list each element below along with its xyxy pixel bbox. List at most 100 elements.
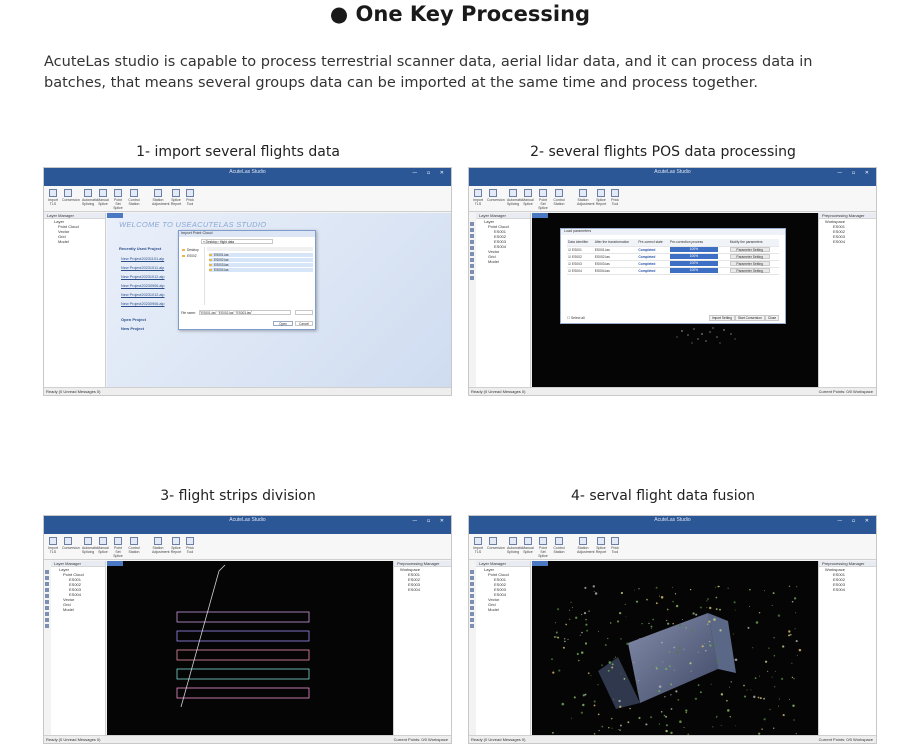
ribbon-point-splice-button[interactable]: Point Set Splice [112, 537, 124, 558]
tool-icon[interactable] [45, 588, 49, 592]
workspace-flight[interactable]: ES001 [408, 572, 421, 577]
window-controls[interactable]: — ▫ ✕ [837, 170, 873, 176]
close-button[interactable]: Close [765, 315, 780, 321]
3d-viewport[interactable] [107, 561, 393, 735]
ribbon-conversion-button[interactable]: Conversion [487, 189, 505, 202]
tool-icon[interactable] [470, 270, 474, 274]
ribbon-adjustment-button[interactable]: Station Adjustment [577, 537, 595, 554]
ribbon-auto-splice-button[interactable]: Automatic Splicing [507, 537, 523, 554]
ribbon-point-splice-button[interactable]: Point Set Splice [112, 189, 124, 210]
tree-grid[interactable]: Grid [488, 602, 496, 607]
tree-grid[interactable]: Grid [488, 254, 496, 259]
ribbon-manual-splice-button[interactable]: Manual Splice [522, 537, 534, 554]
tool-icon[interactable] [470, 624, 474, 628]
recent-project-link[interactable]: New Project20230906.alp [121, 284, 165, 288]
dialog-cancel-button[interactable]: Cancel [295, 321, 313, 326]
tool-icon[interactable] [470, 612, 474, 616]
tool-icon[interactable] [470, 252, 474, 256]
ribbon-control-station-button[interactable]: Control Station [128, 189, 140, 206]
tool-icon[interactable] [470, 246, 474, 250]
recent-project-link[interactable]: New Project20231011.alp [121, 266, 165, 270]
parameter-setting-button[interactable]: Parameter Setting [729, 254, 770, 259]
tree-grid[interactable]: Grid [58, 234, 66, 239]
tool-icon[interactable] [45, 576, 49, 580]
workspace-flight[interactable]: ES002 [408, 577, 421, 582]
tree-flight[interactable]: ES001 [494, 229, 507, 234]
ribbon-conversion-button[interactable]: Conversion [487, 537, 505, 550]
tree-point-cloud[interactable]: Point Cloud [488, 572, 509, 577]
ribbon-report-button[interactable]: Splice Report [595, 537, 607, 554]
workspace-node[interactable]: Workspace [825, 219, 845, 224]
tool-icon[interactable] [45, 618, 49, 622]
ribbon-auto-splice-button[interactable]: Automatic Splicing [82, 537, 98, 554]
parameter-setting-button[interactable]: Parameter Setting [729, 268, 770, 273]
workspace-flight[interactable]: ES003 [833, 582, 846, 587]
table-row[interactable]: ☑ ES001 ES001.las Completed 100% Paramet… [567, 246, 779, 254]
dialog-filter-select[interactable] [295, 310, 313, 315]
tree-vector[interactable]: Vector [63, 597, 75, 602]
tool-icon[interactable] [470, 228, 474, 232]
window-controls[interactable]: — ▫ ✕ [837, 518, 873, 524]
tree-vector[interactable]: Vector [488, 249, 500, 254]
ribbon-prick-button[interactable]: Prick Tool [609, 537, 621, 554]
tree-vector[interactable]: Vector [488, 597, 500, 602]
select-all-checkbox[interactable]: ☐ Select all [567, 316, 585, 320]
tree-grid[interactable]: Grid [63, 602, 71, 607]
table-row[interactable]: ☑ ES002 ES002.las Completed 100% Paramet… [567, 253, 779, 261]
tree-flight[interactable]: ES002 [494, 234, 507, 239]
tool-icon[interactable] [470, 234, 474, 238]
workspace-flight[interactable]: ES001 [833, 572, 846, 577]
tree-model[interactable]: Model [58, 239, 69, 244]
tool-icon[interactable] [45, 582, 49, 586]
workspace-flight[interactable]: ES001 [833, 224, 846, 229]
tool-icon[interactable] [470, 582, 474, 586]
ribbon-prick-button[interactable]: Prick Tool [609, 189, 621, 206]
recent-project-link[interactable]: New Project20231101.alp [121, 257, 165, 261]
ribbon-import-button[interactable]: Import TLS [47, 189, 59, 206]
table-row[interactable]: ☑ ES004 ES004.las Completed 100% Paramet… [567, 267, 779, 275]
tool-icon[interactable] [470, 264, 474, 268]
tool-icon[interactable] [470, 588, 474, 592]
view-tab[interactable] [532, 561, 548, 566]
ribbon-adjustment-button[interactable]: Station Adjustment [577, 189, 595, 206]
tool-icon[interactable] [45, 612, 49, 616]
dialog-folder-item[interactable]: ES002 [182, 254, 197, 258]
tree-flight[interactable]: ES002 [494, 582, 507, 587]
tree-flight[interactable]: ES004 [494, 244, 507, 249]
tree-flight[interactable]: ES001 [494, 577, 507, 582]
ribbon-auto-splice-button[interactable]: Automatic Splicing [507, 189, 523, 206]
workspace-flight[interactable]: ES004 [833, 587, 846, 592]
workspace-flight[interactable]: ES003 [833, 234, 846, 239]
view-tab[interactable] [107, 213, 123, 218]
tool-icon[interactable] [470, 570, 474, 574]
tool-icon[interactable] [45, 570, 49, 574]
tool-icon[interactable] [45, 600, 49, 604]
tree-layer[interactable]: Layer [484, 219, 495, 224]
import-setting-button[interactable]: Import Setting [709, 315, 735, 321]
file-row[interactable]: ES001.las [209, 253, 313, 257]
tree-layer[interactable]: Layer [484, 567, 495, 572]
ribbon-import-button[interactable]: Import TLS [47, 537, 59, 554]
window-controls[interactable]: — ▫ ✕ [412, 170, 448, 176]
tree-model[interactable]: Model [488, 259, 499, 264]
new-project-link[interactable]: New Project [121, 326, 144, 331]
dialog-folder-item[interactable]: Desktop [182, 248, 199, 252]
tree-layer[interactable]: Layer [54, 219, 65, 224]
ribbon-import-button[interactable]: Import TLS [472, 189, 484, 206]
workspace-flight[interactable]: ES004 [833, 239, 846, 244]
ribbon-control-station-button[interactable]: Control Station [553, 189, 565, 206]
workspace-node[interactable]: Workspace [825, 567, 845, 572]
ribbon-prick-button[interactable]: Prick Tool [184, 189, 196, 206]
tool-icon[interactable] [470, 258, 474, 262]
tree-flight[interactable]: ES003 [494, 239, 507, 244]
tree-flight[interactable]: ES003 [69, 587, 82, 592]
tool-icon[interactable] [470, 594, 474, 598]
ribbon-conversion-button[interactable]: Conversion [62, 189, 80, 202]
ribbon-control-station-button[interactable]: Control Station [553, 537, 565, 554]
ribbon-adjustment-button[interactable]: Station Adjustment [152, 189, 170, 206]
ribbon-auto-splice-button[interactable]: Automatic Splicing [82, 189, 98, 206]
tree-vector[interactable]: Vector [58, 229, 70, 234]
tool-icon[interactable] [470, 276, 474, 280]
ribbon-report-button[interactable]: Splice Report [595, 189, 607, 206]
ribbon-report-button[interactable]: Splice Report [170, 537, 182, 554]
